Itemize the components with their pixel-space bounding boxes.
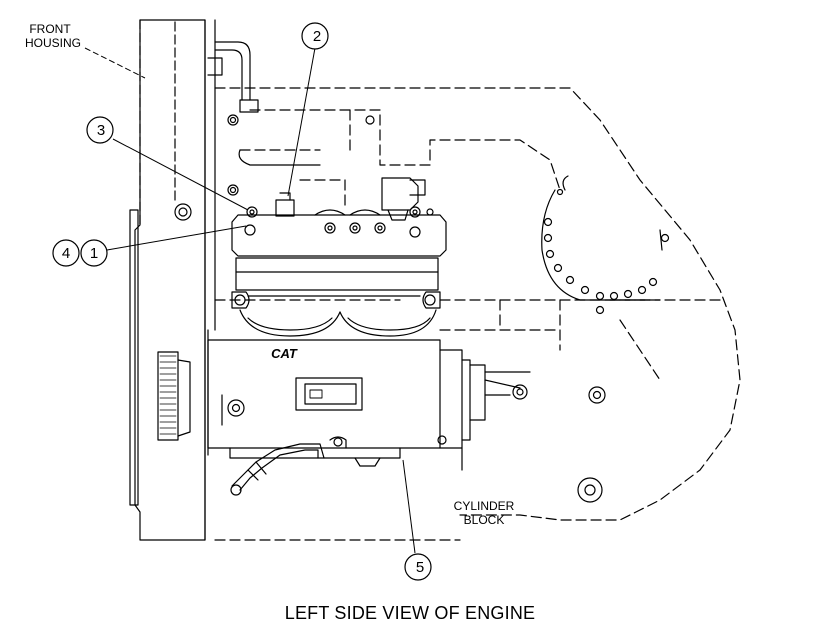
cat-logo: CAT bbox=[271, 346, 298, 361]
callout-circle-5 bbox=[404, 553, 432, 581]
front-housing bbox=[129, 19, 216, 541]
compressor-body bbox=[207, 329, 606, 503]
callout-5: 5 bbox=[416, 559, 424, 576]
compressor-head bbox=[231, 192, 447, 309]
cylinder-block-outline bbox=[214, 87, 741, 541]
leader-front-housing bbox=[84, 47, 146, 79]
callouts bbox=[52, 22, 432, 581]
callout-3: 3 bbox=[97, 122, 105, 139]
front-housing-label-line2: HOUSING bbox=[25, 36, 81, 50]
callout-circle-3 bbox=[86, 116, 114, 144]
front-housing-label-line1: FRONT bbox=[29, 22, 71, 36]
flywheel-housing bbox=[541, 175, 670, 315]
oil-drain-tube bbox=[230, 443, 325, 496]
callout-4: 4 bbox=[62, 245, 70, 262]
cylinder-block-label-line2: BLOCK bbox=[464, 513, 505, 527]
callout-circle-4 bbox=[52, 239, 80, 267]
leader-lines bbox=[84, 47, 416, 554]
leader-3 bbox=[112, 138, 249, 211]
callout-2: 2 bbox=[313, 28, 321, 45]
leader-2 bbox=[287, 47, 316, 197]
diagram-caption: LEFT SIDE VIEW OF ENGINE bbox=[284, 603, 536, 623]
callout-circle-1 bbox=[80, 239, 108, 267]
timing-gear bbox=[157, 351, 191, 441]
leader-5 bbox=[402, 459, 416, 554]
compressor-cylinders bbox=[239, 309, 437, 337]
outlet-fitting bbox=[381, 177, 426, 221]
callout-circle-2 bbox=[301, 22, 329, 50]
leader-4-1 bbox=[106, 225, 247, 251]
air-tube bbox=[207, 41, 375, 196]
cylinder-block-label-line1: CYLINDER bbox=[454, 499, 515, 513]
callout-1: 1 bbox=[90, 245, 98, 262]
